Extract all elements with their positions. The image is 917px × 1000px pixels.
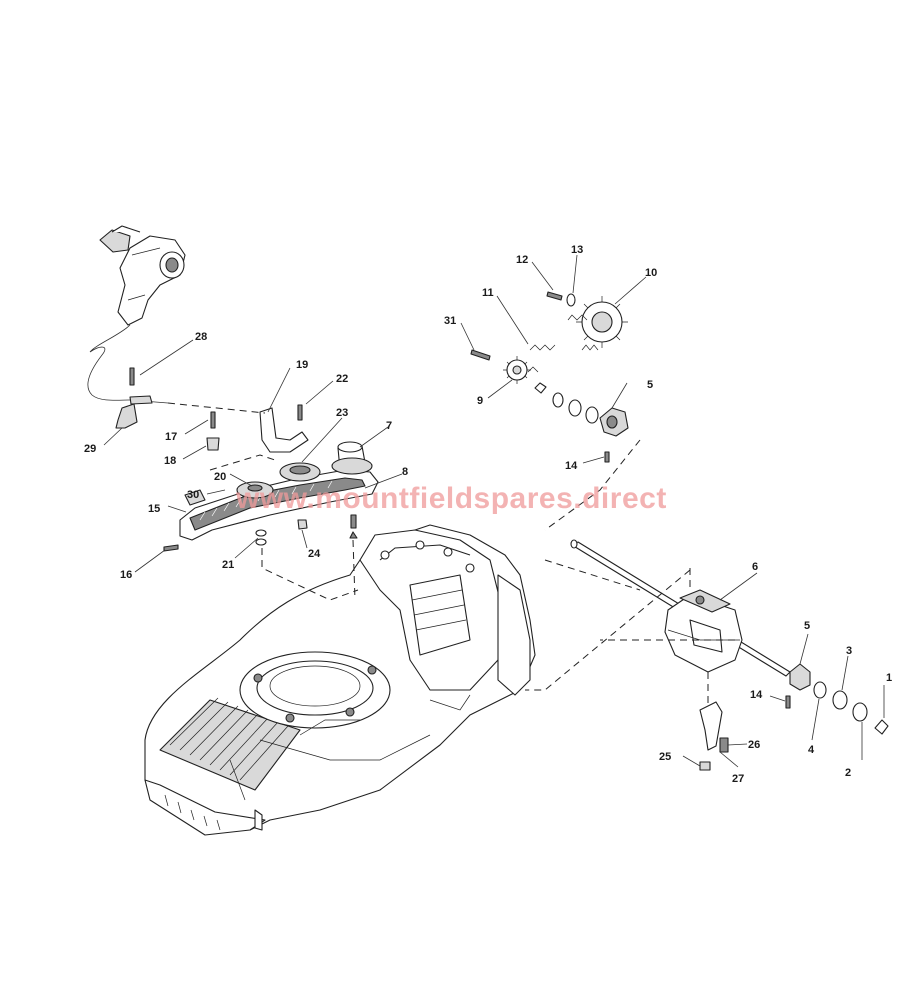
- alignment-lines: [167, 402, 735, 705]
- watermark-text: www.mountfieldspares.direct: [235, 482, 667, 515]
- callout-4: 4: [808, 744, 815, 756]
- callout-5-upper: 5: [647, 379, 653, 391]
- screw-22: [297, 404, 303, 421]
- callout-3: 3: [846, 645, 852, 657]
- callout-25: 25: [659, 751, 671, 763]
- belt-drive-assembly: [163, 441, 379, 552]
- callout-14-lower: 14: [750, 689, 763, 701]
- callout-5-lower: 5: [804, 620, 810, 632]
- drive-cable: [87, 324, 169, 404]
- sprocket-group: [470, 291, 629, 463]
- callout-23: 23: [336, 407, 348, 419]
- spacer-18: [206, 437, 220, 451]
- screw-17: [210, 411, 216, 429]
- callout-28: 28: [195, 331, 207, 343]
- callout-labels: 1 2 3 4 5 5 6 7 8 9 10 11 12 13 14 14 15…: [84, 244, 892, 785]
- screw-28: [129, 367, 135, 386]
- callout-11: 11: [482, 287, 494, 299]
- callout-18: 18: [164, 455, 176, 467]
- callout-24: 24: [308, 548, 321, 560]
- callout-26: 26: [748, 739, 760, 751]
- callout-10: 10: [645, 267, 657, 279]
- callout-16: 16: [120, 569, 132, 581]
- cable-bracket-29: [115, 403, 138, 429]
- idler-arm-19: [259, 407, 309, 453]
- callout-20: 20: [214, 471, 226, 483]
- axle-gearbox-assembly: [570, 539, 889, 771]
- callout-27: 27: [732, 773, 744, 785]
- drive-control-lever: [99, 225, 186, 326]
- callout-1: 1: [886, 672, 892, 684]
- callout-17: 17: [165, 431, 177, 443]
- callout-12: 12: [516, 254, 528, 266]
- callout-22: 22: [336, 373, 348, 385]
- callout-30: 30: [187, 489, 199, 501]
- callout-7: 7: [386, 420, 392, 432]
- callout-8: 8: [402, 466, 408, 478]
- cable-end-fitting: [129, 395, 153, 405]
- callout-13: 13: [571, 244, 583, 256]
- mower-deck: [144, 524, 536, 836]
- callout-29: 29: [84, 443, 96, 455]
- callout-19: 19: [296, 359, 308, 371]
- callout-6: 6: [752, 561, 758, 573]
- callout-15: 15: [148, 503, 160, 515]
- callout-31: 31: [444, 315, 456, 327]
- callout-14-upper: 14: [565, 460, 578, 472]
- callout-21: 21: [222, 559, 234, 571]
- callout-9: 9: [477, 395, 483, 407]
- callout-2: 2: [845, 767, 851, 779]
- leader-lines: [103, 254, 885, 768]
